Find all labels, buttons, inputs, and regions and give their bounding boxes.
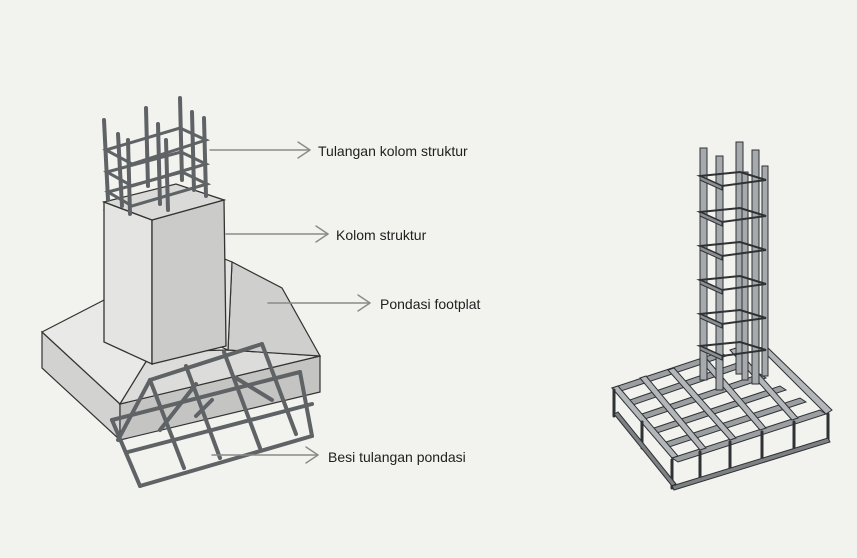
left-footing-model [40, 96, 322, 488]
column-top-face [101, 183, 227, 221]
column-front-face [151, 199, 227, 365]
column-stirrup [103, 150, 211, 188]
base-grid-bar [671, 437, 831, 491]
arrow-footplate [267, 294, 371, 312]
label-foundation-rebar: Besi tulangan pondasi [328, 449, 466, 465]
column-rebar-bar [144, 106, 150, 188]
column-stirrup-band [699, 345, 723, 361]
column-rebar-cage [102, 96, 212, 216]
column-rebar-bar [178, 96, 184, 182]
foundation-rebar-bar [138, 434, 314, 488]
column-vertical-bar [715, 155, 724, 391]
foundation-rebar-bar [110, 370, 302, 422]
column-vertical-bar [751, 149, 760, 385]
column-rebar-bar [102, 118, 110, 202]
arrow-column [225, 225, 329, 243]
column-concrete [101, 183, 227, 366]
foundation-rebar-mesh [110, 342, 314, 488]
column-stirrup-band [699, 313, 723, 329]
base-rebar-grid [610, 345, 833, 491]
foundation-rebar-bar [260, 342, 298, 436]
column-rebar-bar [156, 122, 162, 206]
column-left-face [103, 201, 153, 366]
foundation-rebar-bar [126, 402, 314, 454]
foundation-rebar-bar [222, 350, 262, 450]
foundation-rebar-bar [234, 376, 274, 402]
base-grid-bar [611, 385, 679, 459]
label-footplate: Pondasi footplat [380, 296, 481, 312]
column-stirrup-band [699, 175, 723, 191]
column-rebar-bar [126, 138, 132, 216]
footplate-top-right-slope [227, 261, 322, 357]
arrow-foundation-rebar [211, 446, 319, 464]
foundation-rebar-bar [194, 398, 214, 418]
foundation-rebar-bar [184, 364, 222, 460]
base-grid-bar [639, 375, 707, 451]
column-stirrup [104, 170, 212, 208]
column-vertical-bar [699, 147, 708, 381]
vertical-column-cage [696, 141, 769, 391]
column-stirrup-band [699, 211, 723, 227]
foundation-rebar-bar [110, 418, 142, 488]
foundation-rebar-bar [158, 382, 198, 432]
column-vertical-bar [761, 165, 769, 377]
right-rebar-cage-model [610, 141, 833, 491]
foundation-rebar-bar [298, 370, 314, 438]
base-grid-bar [613, 411, 677, 487]
label-column: Kolom struktur [336, 227, 427, 243]
base-grid-bar [667, 367, 737, 441]
callout-arrows [209, 141, 371, 464]
column-stirrup [102, 126, 211, 166]
arrow-column-rebar [209, 141, 311, 159]
column-stirrup-band [699, 245, 723, 261]
foundation-rebar-bar [116, 378, 152, 442]
column-stirrup-band [699, 279, 723, 295]
label-column-rebar: Tulangan kolom struktur [318, 143, 468, 159]
foundation-rebar-bar [148, 342, 264, 382]
